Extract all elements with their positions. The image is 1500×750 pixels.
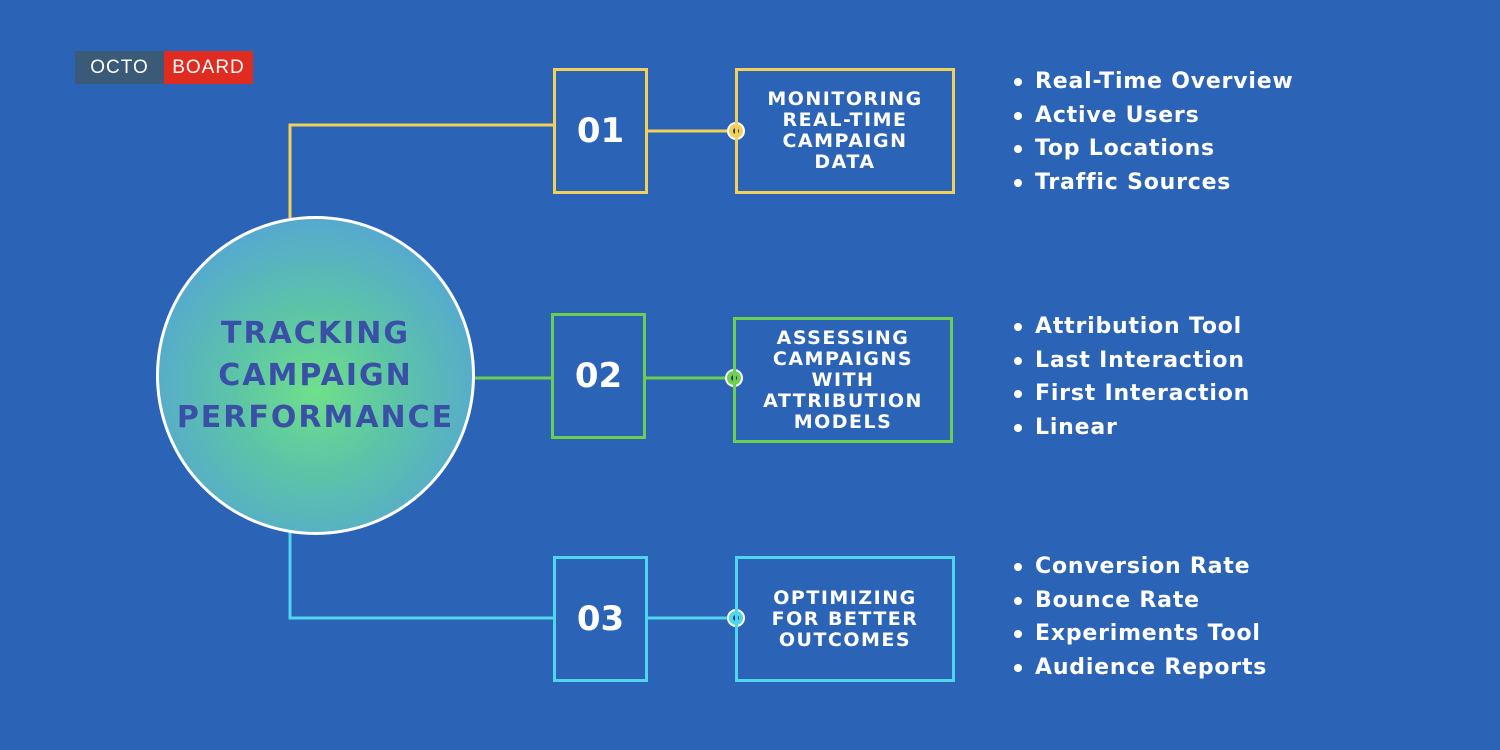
- logo-board: BOARD: [164, 51, 253, 84]
- list-item: Last Interaction: [1013, 344, 1250, 378]
- list-item: First Interaction: [1013, 377, 1250, 411]
- list-item: Bounce Rate: [1013, 584, 1267, 618]
- step-2-title-box: ASSESSING CAMPAIGNS WITH ATTRIBUTION MOD…: [733, 317, 953, 443]
- step-2-number-box: 02: [551, 313, 646, 439]
- connector-step-1: [288, 123, 553, 218]
- list-item: Top Locations: [1013, 132, 1294, 166]
- list-item: Attribution Tool: [1013, 310, 1250, 344]
- list-item: Active Users: [1013, 99, 1294, 133]
- list-item: Real-Time Overview: [1013, 65, 1294, 99]
- step-3-number-box: 03: [553, 556, 648, 682]
- octoboard-logo: OCTO BOARD: [75, 51, 253, 84]
- step-3-items: Conversion Rate Bounce Rate Experiments …: [1013, 550, 1267, 684]
- connector-step-3: [288, 530, 553, 620]
- step-3-title-box: OPTIMIZING FOR BETTER OUTCOMES: [735, 556, 955, 682]
- step-1-title-box: MONITORING REAL-TIME CAMPAIGN DATA: [735, 68, 955, 194]
- logo-octo: OCTO: [75, 51, 164, 84]
- list-item: Audience Reports: [1013, 651, 1267, 685]
- list-item: Linear: [1013, 411, 1250, 445]
- center-title: TRACKING CAMPAIGN PERFORMANCE: [176, 315, 455, 435]
- step-1-number-box: 01: [553, 68, 648, 194]
- list-item: Traffic Sources: [1013, 166, 1294, 200]
- list-item: Experiments Tool: [1013, 617, 1267, 651]
- step-1-items: Real-Time Overview Active Users Top Loca…: [1013, 65, 1294, 199]
- list-item: Conversion Rate: [1013, 550, 1267, 584]
- step-2-items: Attribution Tool Last Interaction First …: [1013, 310, 1250, 444]
- center-circle: TRACKING CAMPAIGN PERFORMANCE: [156, 216, 475, 535]
